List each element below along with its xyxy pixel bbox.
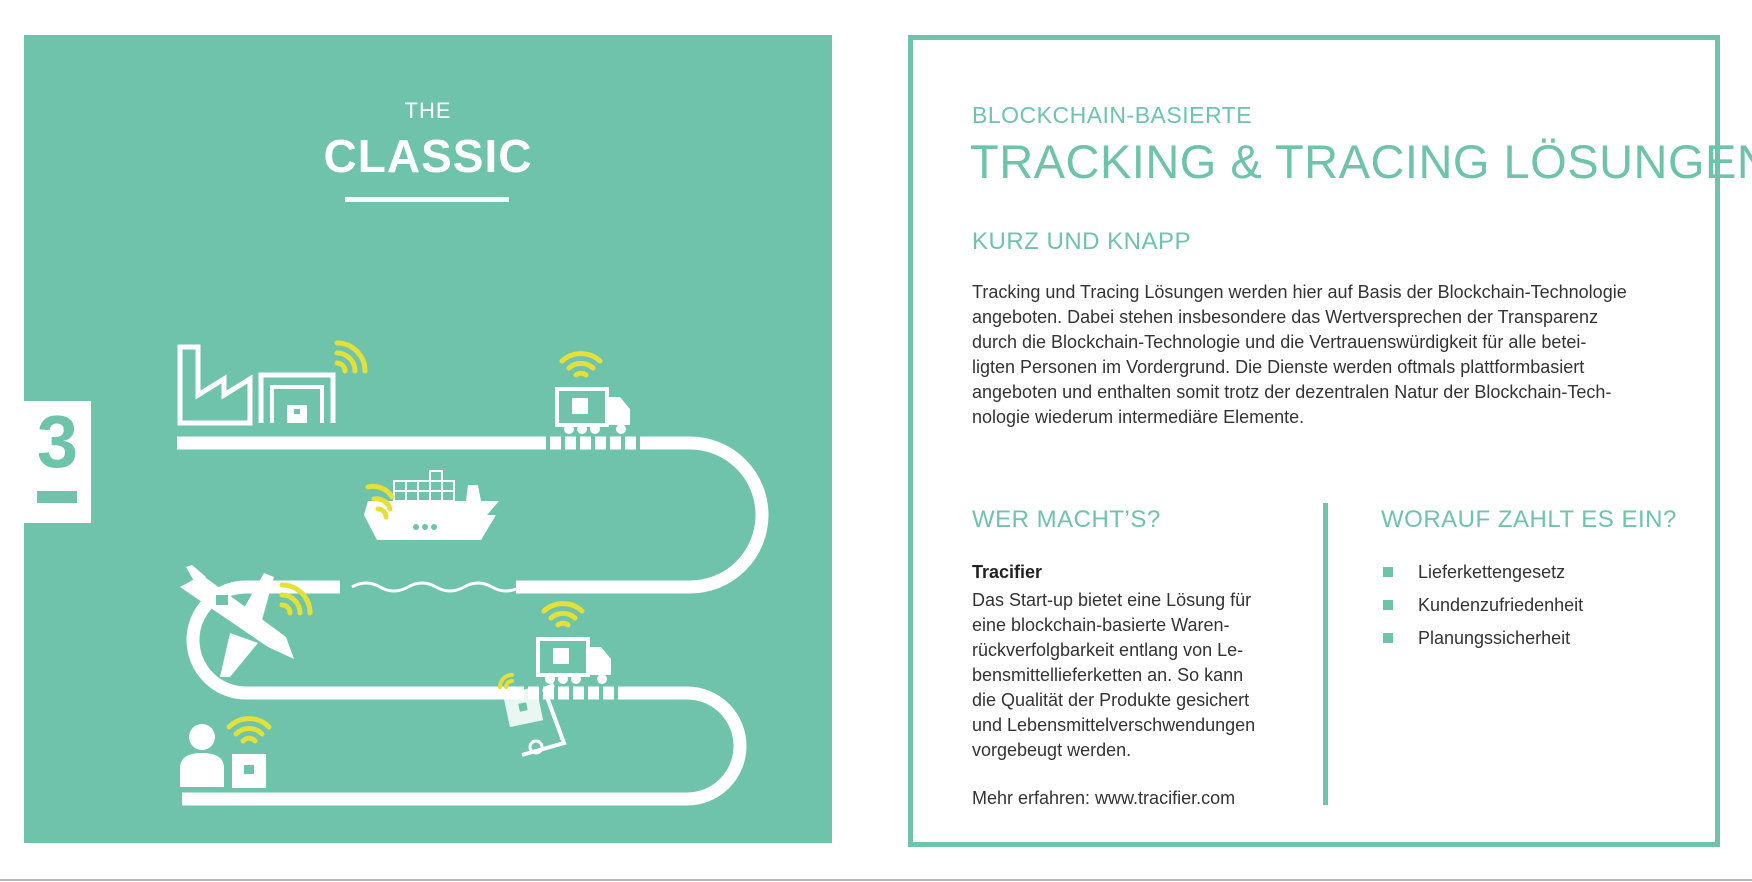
summary-line: nologie wiederum intermediäre Elemente. [972,407,1305,427]
water-wave [351,581,521,593]
bullet-square-icon [1383,600,1393,610]
list-item-label: Kundenzufriedenheit [1418,595,1584,615]
company-line: Das Start-up bietet eine Lösung für [972,590,1252,610]
summary-text: Tracking und Tracing Lösungen werden hie… [972,280,1662,430]
hand-truck-icon [502,683,567,757]
list-item-label: Planungssicherheit [1418,628,1571,648]
column-divider [1323,503,1328,805]
customer-icon [180,724,266,788]
company-description: Das Start-up bietet eine Lösung für eine… [972,588,1302,763]
kicker-the: THE [404,98,452,123]
wifi-signal-icon [226,716,272,744]
classic-title: CLASSIC [323,130,533,182]
list-item-label: Lieferkettengesetz [1418,562,1566,582]
summary-line: angeboten und enthalten somit trotz der … [972,382,1612,402]
road-middle [182,580,747,806]
supply-chain-illustration [177,340,769,806]
kicker: BLOCKCHAIN-BASIERTE [972,102,1253,128]
company-name: Tracifier [972,562,1043,582]
road-stripes-top [546,436,640,450]
step-badge: 3 [24,401,91,523]
list-item: Kundenzufriedenheit [1381,593,1583,626]
title-underline [345,197,509,202]
wifi-signal-icon [365,483,395,520]
warehouse-icon [258,372,336,423]
ship-icon [364,470,499,540]
wifi-signal-icon [498,673,514,689]
who-heading: WER MACHT’S? [972,506,1161,533]
summary-line: durch die Blockchain-Technologie und die… [972,332,1587,352]
wifi-signal-icon [541,601,585,628]
company-line: bensmittellieferketten an. So kann [972,665,1244,685]
bullet-square-icon [1383,567,1393,577]
page-bottom-rule [0,879,1752,881]
pays-heading: WORAUF ZAHLT ES EIN? [1381,506,1677,533]
company-line: die Qualität der Produkte gesichert [972,690,1250,710]
list-item: Lieferkettengesetz [1381,560,1583,593]
page-title: TRACKING & TRACING LÖSUNGEN [970,135,1752,188]
summary-line: ligten Personen im Vordergrund. Die Dien… [972,357,1585,377]
company-line: und Lebensmittelverschwendungen [972,715,1256,735]
step-number: 3 [36,400,79,483]
factory-icon [177,344,253,426]
benefit-list: Lieferkettengesetz Kundenzufriedenheit P… [1381,560,1583,659]
company-line: eine blockchain-basierte Waren- [972,615,1230,635]
illustration-panel: THE CLASSIC [24,35,832,843]
info-panel: BLOCKCHAIN-BASIERTE TRACKING & TRACING L… [908,35,1752,847]
wifi-signal-icon [279,582,313,616]
list-item: Planungssicherheit [1381,626,1583,659]
company-line: rückverfolgbarkeit entlang von Le- [972,640,1244,660]
summary-line: Tracking und Tracing Lösungen werden hie… [972,282,1627,302]
road-top [177,436,769,594]
wifi-signal-icon [334,340,368,374]
truck-icon [536,637,611,684]
summary-line: angeboten. Dabei stehen insbesondere das… [972,307,1599,327]
company-line: vorgebeugt werden. [972,740,1132,760]
wifi-signal-icon [559,351,603,378]
bullet-square-icon [1383,633,1393,643]
more-info-link[interactable]: Mehr erfahren: www.tracifier.com [972,788,1236,808]
airplane-icon [180,565,294,677]
truck-icon [555,387,630,434]
summary-heading: KURZ UND KNAPP [972,228,1192,255]
step-underline [37,491,77,503]
